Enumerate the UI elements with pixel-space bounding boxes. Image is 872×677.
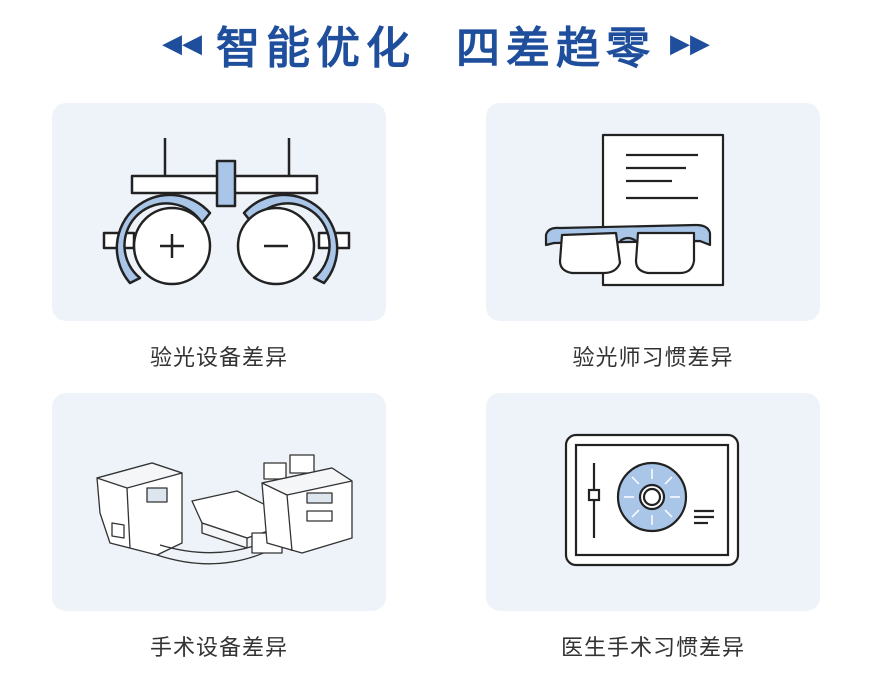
page-title: ◀◀ 智能优化 四差趋零 ▶▶	[0, 12, 872, 76]
eye-monitor-icon	[564, 433, 740, 567]
card-surgical-equipment	[52, 393, 386, 611]
card-optometry-equipment	[52, 103, 386, 321]
left-arrows-icon: ◀◀	[162, 29, 202, 59]
right-arrows-icon: ▶▶	[670, 29, 710, 59]
title-part-1: 智能优化	[216, 23, 416, 74]
glasses-prescription-icon	[544, 133, 725, 287]
surgical-equipment-icon	[96, 454, 353, 565]
card-optometrist-habits	[486, 103, 820, 321]
caption-surgical-equipment: 手术设备差异	[149, 636, 288, 661]
title-part-2: 四差趋零	[456, 23, 656, 74]
caption-optometrist-habits: 验光师习惯差异	[572, 346, 734, 371]
trial-frame-icon	[102, 138, 351, 286]
caption-surgeon-habits: 医生手术习惯差异	[560, 636, 745, 661]
card-surgeon-habits	[486, 393, 820, 611]
caption-optometry-equipment: 验光设备差异	[149, 346, 288, 371]
